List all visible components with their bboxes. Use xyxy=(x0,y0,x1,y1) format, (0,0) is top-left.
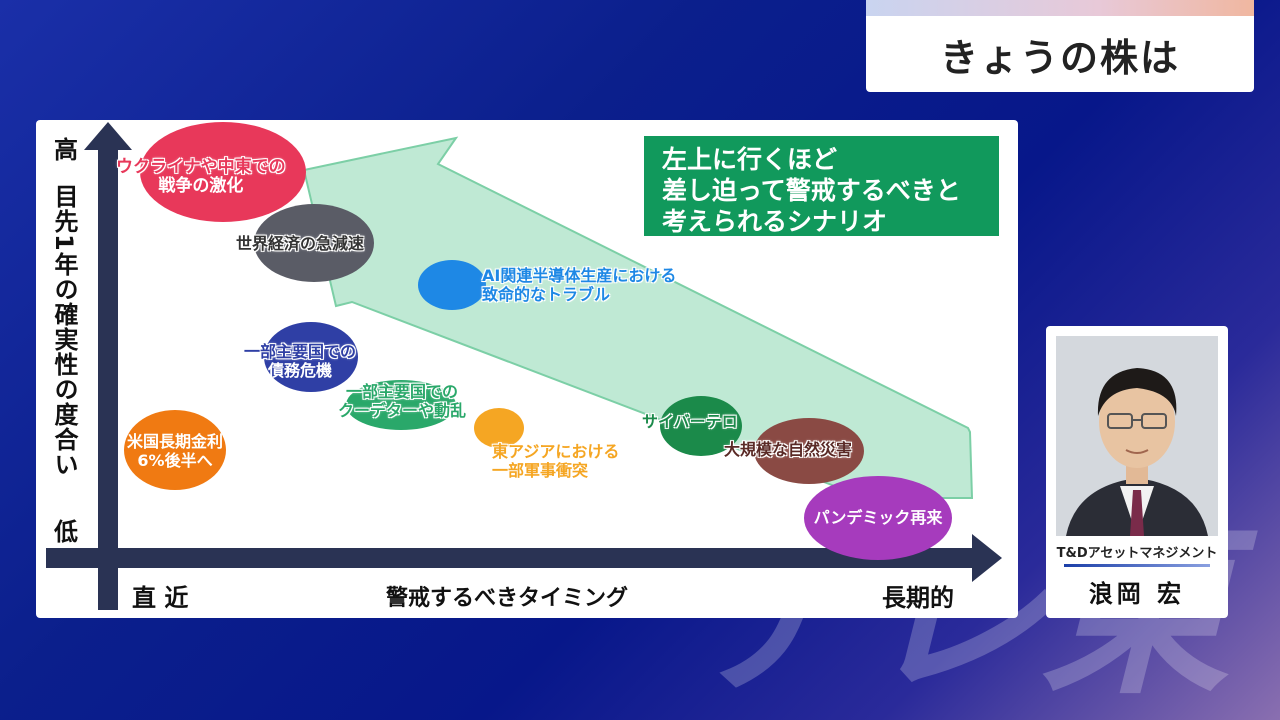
scenario-cyber-blob xyxy=(660,396,742,456)
guest-portrait xyxy=(1056,336,1218,536)
y-axis-line xyxy=(98,144,118,610)
guest-card: T&Dアセットマネジメント 浪岡 宏 xyxy=(1046,326,1228,618)
callout-line: 差し迫って警戒するべきと xyxy=(662,176,961,205)
scenario-pandemic-label: パンデミック再来 xyxy=(813,508,943,527)
scenario-us-rate-blob xyxy=(124,410,226,490)
x-axis-title: 警戒するべきタイミング xyxy=(386,586,629,611)
scenario-ai-label: AI関連半導体生産における 致命的なトラブル xyxy=(482,266,677,304)
scenario-world-econ-blob xyxy=(254,204,374,282)
scenario-coup-blob xyxy=(346,380,456,430)
guest-name: 浪岡 宏 xyxy=(1088,580,1186,608)
y-axis-high-label: 高 xyxy=(54,136,78,164)
title-accent-bar xyxy=(866,0,1254,16)
scenario-coup-label: 一部主要国での クーデターや動乱 xyxy=(338,382,467,420)
scenario-ukraine-label: ウクライナや中東での 戦争の激化 xyxy=(116,157,286,196)
scenario-east-asia-label: 東アジアにおける 一部軍事衝突 xyxy=(492,442,620,480)
program-title: きょうの株は xyxy=(866,16,1254,92)
x-axis-line xyxy=(46,548,976,568)
x-axis-near-label: 直 近 xyxy=(132,584,189,612)
callout-line: 考えられるシナリオ xyxy=(662,207,888,236)
callout-line: 左上に行くほど xyxy=(662,145,838,174)
scenario-ukraine-blob xyxy=(140,122,306,222)
scenario-debt-blob xyxy=(264,322,358,392)
diagram-arrows xyxy=(46,122,1002,610)
x-axis-arrowhead xyxy=(972,534,1002,582)
scenario-debt-label: 一部主要国での 債務危機 xyxy=(244,342,357,380)
diagram-callout-box: 左上に行くほど 差し迫って警戒するべきと 考えられるシナリオ xyxy=(644,136,999,236)
guest-photo xyxy=(1056,336,1218,536)
scenario-ai-blob xyxy=(418,260,486,310)
y-axis-title: 目先1年の確実性の度合い xyxy=(50,184,78,477)
y-axis-arrowhead xyxy=(84,122,132,150)
guest-divider xyxy=(1064,564,1210,567)
x-axis-far-label: 長期的 xyxy=(882,584,954,612)
risk-diagram-panel: 高 目先1年の確実性の度合い 低 直 近 警戒するべきタイミング 長期的 左上に… xyxy=(36,120,1018,618)
scenario-disaster-blob xyxy=(754,418,864,484)
scenario-disaster-label: 大規模な自然災害 xyxy=(724,440,853,459)
y-axis-low-label: 低 xyxy=(54,518,78,546)
scenario-east-asia-blob xyxy=(474,408,524,448)
scenario-us-rate-label: 米国長期金利 6%後半へ xyxy=(126,432,223,470)
scenario-cyber-label: サイバーテロ xyxy=(642,412,738,431)
scenario-world-econ-label: 世界経済の急減速 xyxy=(236,234,365,253)
guest-company: T&Dアセットマネジメント xyxy=(1056,546,1218,561)
scenario-pandemic-blob xyxy=(804,476,952,560)
